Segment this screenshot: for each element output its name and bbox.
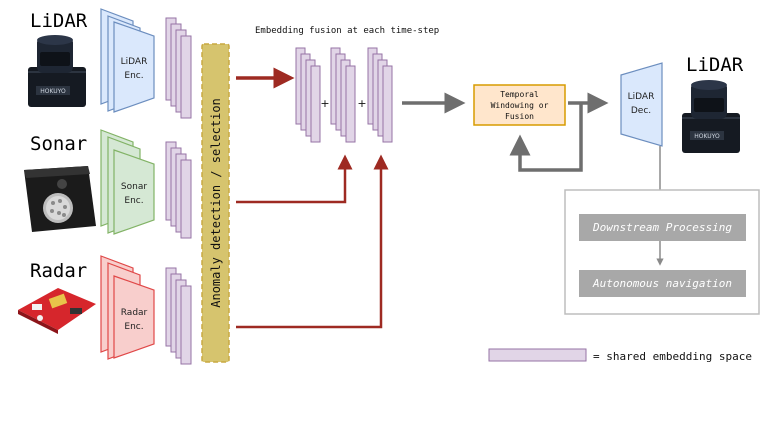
anomaly-detection-label: Anomaly detection / selection bbox=[209, 98, 223, 308]
temporal-box-line3: Fusion bbox=[505, 112, 534, 121]
fusion-plus-1: + bbox=[320, 97, 329, 110]
lidar-sensor-title: LiDAR bbox=[30, 10, 88, 32]
lidar-encoder: LiDAR Enc. bbox=[100, 8, 155, 113]
sonar-device-image bbox=[24, 166, 96, 232]
sonar-encoder-label-line2: Enc. bbox=[124, 196, 143, 206]
legend: = shared embedding space bbox=[488, 348, 752, 363]
sonar-embedding-stack bbox=[165, 141, 192, 239]
radar-encoder-label-line2: Enc. bbox=[124, 322, 143, 332]
output-lidar-device-logo: HOKUYO bbox=[694, 133, 720, 140]
radar-encoder-label-line1: Radar bbox=[121, 308, 148, 318]
radar-sensor-title: Radar bbox=[30, 260, 87, 282]
radar-encoder: Radar Enc. bbox=[100, 255, 155, 360]
output-lidar-title: LiDAR bbox=[686, 54, 744, 76]
radar-to-fusion-arrow bbox=[236, 154, 389, 329]
autonomous-navigation-label: Autonomous navigation bbox=[592, 277, 732, 290]
decoder-label-line2: Dec. bbox=[631, 106, 651, 116]
lidar-device-image: HOKUYO bbox=[28, 35, 86, 107]
radar-board-image bbox=[18, 288, 96, 334]
fusion-stack-sonar bbox=[330, 47, 356, 143]
lidar-encoder-label-line1: LiDAR bbox=[121, 57, 148, 67]
lidar-device-logo: HOKUYO bbox=[40, 88, 66, 95]
downstream-processing-label: Downstream Processing bbox=[592, 221, 732, 234]
temporal-fusion-box: Temporal Windowing or Fusion bbox=[473, 84, 566, 126]
autonomous-navigation-box: Autonomous navigation bbox=[579, 270, 746, 297]
sonar-encoder: Sonar Enc. bbox=[100, 129, 155, 235]
temporal-box-line2: Windowing or bbox=[491, 101, 549, 110]
fusion-stack-radar bbox=[367, 47, 393, 143]
sonar-to-fusion-arrow bbox=[236, 154, 353, 204]
lidar-embedding-stack bbox=[165, 17, 192, 119]
lidar-decoder: LiDAR Dec. bbox=[620, 62, 663, 147]
temporal-feedback-loop-arrow bbox=[509, 103, 583, 172]
radar-embedding-stack bbox=[165, 267, 192, 365]
decoder-label-line1: LiDAR bbox=[628, 92, 655, 102]
anomaly-detection-block: Anomaly detection / selection bbox=[201, 43, 230, 363]
sonar-sensor-title: Sonar bbox=[30, 133, 87, 155]
fusion-plus-2: + bbox=[357, 97, 366, 110]
fusion-stack-lidar bbox=[295, 47, 321, 143]
downstream-processing-box: Downstream Processing bbox=[579, 214, 746, 241]
lidar-encoder-label-line2: Enc. bbox=[124, 71, 143, 81]
sonar-encoder-label-line1: Sonar bbox=[121, 182, 147, 192]
legend-label: = shared embedding space bbox=[593, 350, 752, 363]
legend-embedding-swatch bbox=[488, 348, 587, 362]
temporal-box-line1: Temporal bbox=[500, 90, 539, 99]
output-lidar-device-image: HOKUYO bbox=[682, 80, 740, 153]
fusion-title: Embedding fusion at each time-step bbox=[255, 26, 439, 36]
